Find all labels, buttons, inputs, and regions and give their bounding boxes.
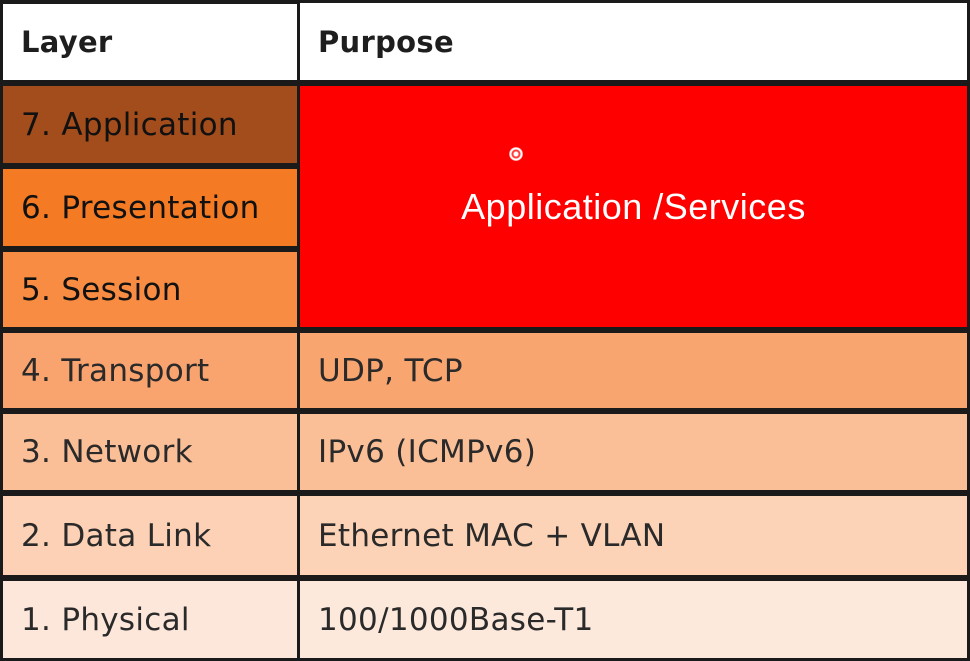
purpose-data-link: Ethernet MAC + VLAN [297, 493, 970, 578]
layer-presentation: 6. Presentation [0, 166, 300, 249]
layer-session: 5. Session [0, 249, 300, 330]
purpose-application-services: Application /Services [297, 83, 970, 330]
layer-column-header: Layer [0, 0, 300, 83]
layer-physical: 1. Physical [0, 578, 300, 661]
layer-application: 7. Application [0, 83, 300, 166]
purpose-transport: UDP, TCP [297, 330, 970, 411]
layer-transport: 4. Transport [0, 330, 300, 411]
layer-data-link: 2. Data Link [0, 493, 300, 578]
layer-network: 3. Network [0, 411, 300, 493]
purpose-network: IPv6 (ICMPv6) [297, 411, 970, 493]
purpose-column-header: Purpose [297, 0, 970, 83]
mouse-pointer-icon [509, 147, 523, 161]
purpose-physical: 100/1000Base-T1 [297, 578, 970, 661]
